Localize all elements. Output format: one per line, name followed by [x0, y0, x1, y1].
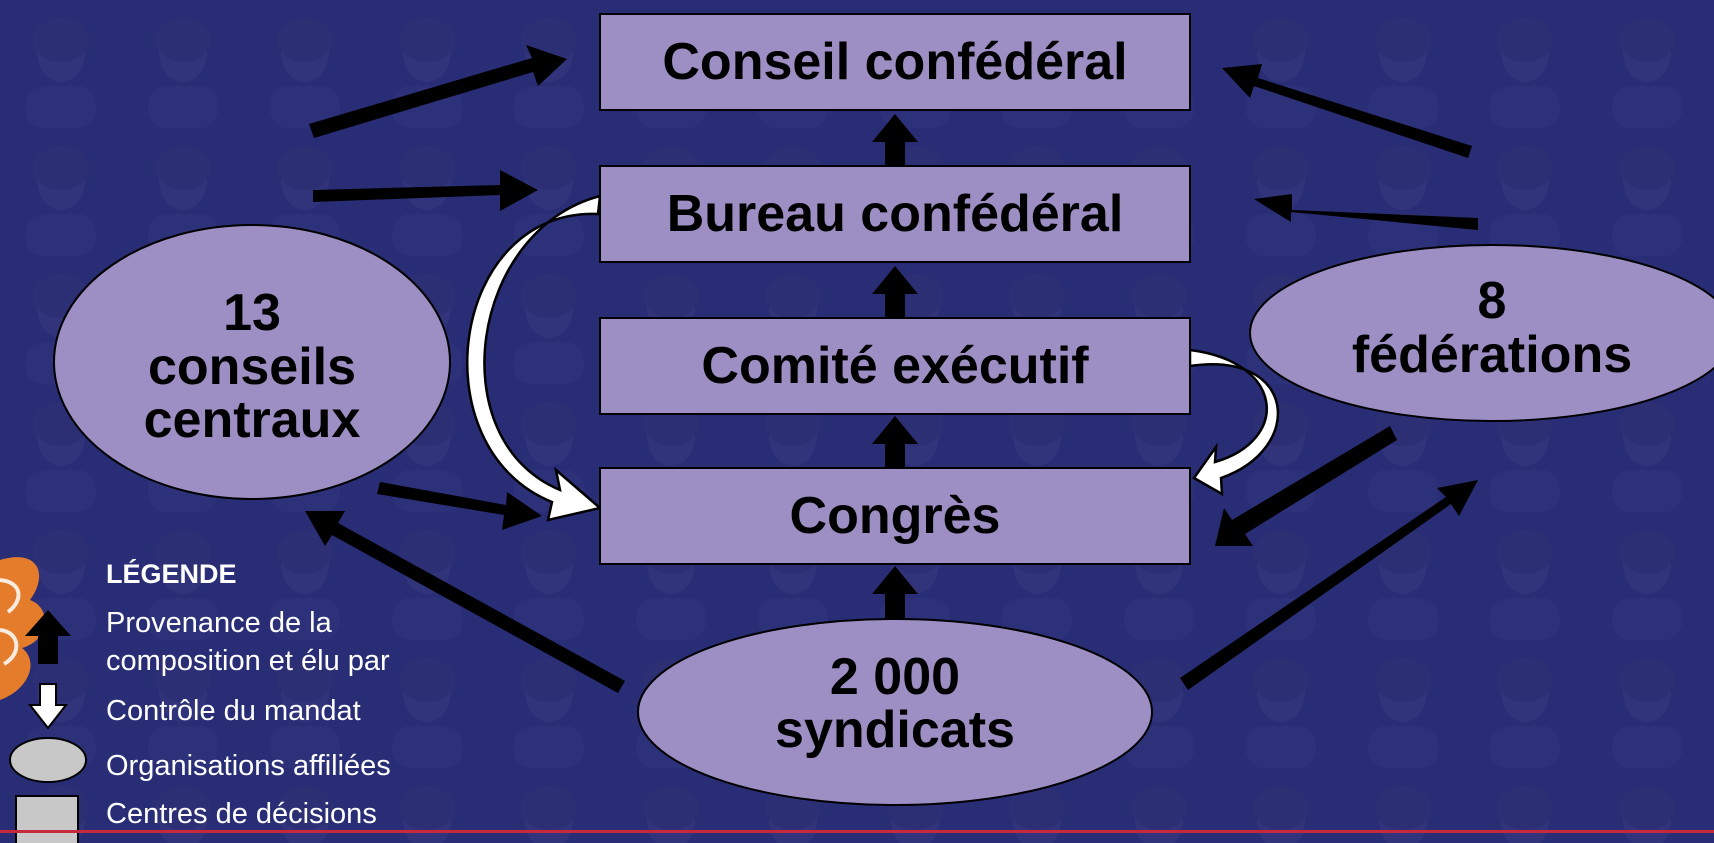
legend-title: LÉGENDE [106, 558, 237, 589]
arrow-federations-to-congres [1215, 426, 1397, 546]
legend-ellipse-icon [9, 737, 87, 783]
arrow-bureau-to-conseil [872, 114, 918, 168]
legend-white-arrow-icon [27, 683, 69, 730]
legend-rectangle-icon [15, 795, 79, 843]
conseils-centraux-line-1: 13 [223, 284, 281, 342]
arrow-comite-to-bureau [872, 266, 918, 320]
ellipse-conseils-centraux: 13 conseils centraux [53, 224, 451, 500]
arrow-syndicats-to-congres [872, 566, 918, 620]
federations-line-2: fédérations [1352, 326, 1632, 384]
box-bureau-confederal: Bureau confédéral [599, 165, 1191, 263]
arrow-conseils-to-congres [377, 482, 542, 530]
federations-line-1: 8 [1478, 272, 1507, 330]
arrow-control-right-curve [1188, 348, 1280, 497]
ellipse-syndicats: 2 000 syndicats [637, 618, 1153, 806]
arrow-syndicats-to-conseils [305, 511, 625, 693]
ellipse-federations: 8 fédérations [1249, 244, 1714, 422]
arrow-federations-to-conseil-confederal [1222, 64, 1472, 158]
box-congres-label: Congrès [790, 487, 1001, 545]
arrow-conseils-to-conseil-confederal [309, 45, 567, 138]
arrow-conseils-to-bureau [313, 170, 538, 211]
box-conseil-confederal-label: Conseil confédéral [662, 33, 1127, 91]
arrow-control-left-curve [466, 194, 603, 522]
legend-composition-line-1: Provenance de la [106, 607, 333, 639]
box-conseil-confederal: Conseil confédéral [599, 13, 1191, 111]
arrow-federations-to-bureau [1254, 194, 1478, 230]
arrow-congres-to-comite [872, 416, 918, 470]
footer-line [0, 830, 1714, 833]
legend-organisations: Organisations affiliées [106, 750, 391, 782]
conseils-centraux-line-2: conseils [148, 338, 356, 396]
box-bureau-confederal-label: Bureau confédéral [667, 185, 1124, 243]
legend-centres: Centres de décisions [106, 798, 377, 830]
logo-mark [0, 557, 45, 700]
legend-composition-line-2: composition et élu par [106, 645, 390, 677]
box-comite-executif: Comité exécutif [599, 317, 1191, 415]
arrow-syndicats-to-federations [1180, 480, 1478, 690]
box-congres: Congrès [599, 467, 1191, 565]
conseils-centraux-line-3: centraux [144, 391, 361, 449]
legend-black-arrow-icon [25, 610, 71, 664]
legend-controle: Contrôle du mandat [106, 695, 361, 727]
box-comite-executif-label: Comité exécutif [701, 337, 1089, 395]
syndicats-line-2: syndicats [775, 701, 1015, 759]
syndicats-line-1: 2 000 [830, 648, 960, 706]
